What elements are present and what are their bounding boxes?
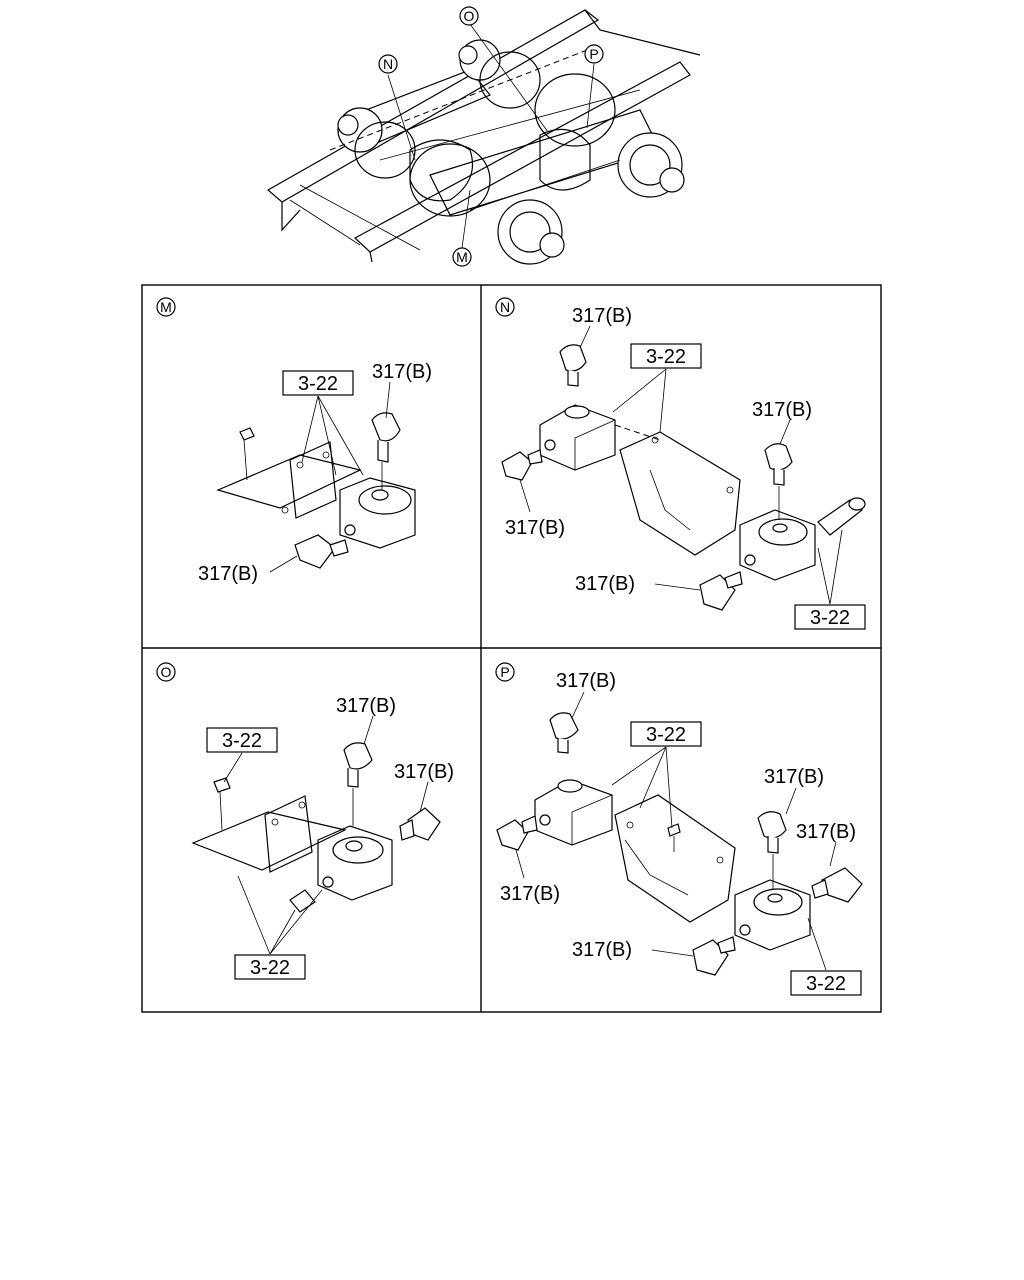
panel-p-id: P — [495, 662, 515, 682]
panel-o-id: O — [156, 662, 176, 682]
panel-p: P 317(B) 3-22 317(B) 317(B) — [495, 662, 863, 996]
callout-p: P — [584, 44, 604, 64]
svg-text:M: M — [160, 299, 172, 315]
panel-p-ref-box-bottom: 3-22 — [790, 970, 862, 996]
svg-text:317(B): 317(B) — [556, 670, 616, 692]
svg-text:M: M — [456, 249, 468, 265]
panel-n-ref-box-bottom: 3-22 — [794, 604, 866, 630]
svg-text:3-22: 3-22 — [806, 973, 846, 995]
panel-m-ref-box: 3-22 — [282, 370, 354, 396]
svg-text:317(B): 317(B) — [198, 563, 258, 585]
panel-o-ref-box-bottom: 3-22 — [234, 954, 306, 980]
chassis-overview: O N P M — [266, 6, 701, 267]
svg-text:317(B): 317(B) — [336, 695, 396, 717]
svg-text:317(B): 317(B) — [505, 517, 565, 539]
svg-text:317(B): 317(B) — [372, 361, 432, 383]
panel-o-ref-box-top: 3-22 — [206, 727, 278, 753]
svg-text:3-22: 3-22 — [250, 957, 290, 979]
svg-text:317(B): 317(B) — [572, 939, 632, 961]
panel-grid — [141, 284, 882, 1013]
svg-text:317(B): 317(B) — [764, 766, 824, 788]
panel-n: N 317(B) 3-22 317(B) 317(B) — [495, 297, 866, 630]
svg-text:3-22: 3-22 — [646, 346, 686, 368]
callout-n: N — [378, 54, 398, 74]
svg-text:N: N — [500, 299, 510, 315]
callout-m: M — [452, 247, 472, 267]
panel-n-id: N — [495, 297, 515, 317]
svg-text:3-22: 3-22 — [646, 724, 686, 746]
panel-m: M 3-22 317(B) 317(B) — [156, 297, 432, 585]
svg-text:P: P — [500, 664, 509, 680]
svg-text:O: O — [464, 8, 475, 24]
panel-m-id: M — [156, 297, 176, 317]
svg-text:N: N — [383, 56, 393, 72]
panel-o: O 3-22 317(B) 317(B) — [156, 662, 454, 980]
svg-text:317(B): 317(B) — [752, 399, 812, 421]
panel-n-ref-box-top: 3-22 — [630, 343, 702, 369]
svg-text:317(B): 317(B) — [500, 883, 560, 905]
callout-o: O — [459, 6, 479, 26]
svg-text:317(B): 317(B) — [575, 573, 635, 595]
svg-text:3-22: 3-22 — [222, 730, 262, 752]
svg-text:317(B): 317(B) — [572, 305, 632, 327]
svg-text:O: O — [161, 664, 172, 680]
svg-text:3-22: 3-22 — [298, 373, 338, 395]
panel-p-ref-box-top: 3-22 — [630, 721, 702, 747]
svg-text:317(B): 317(B) — [394, 761, 454, 783]
svg-text:317(B): 317(B) — [796, 821, 856, 843]
svg-text:P: P — [589, 46, 598, 62]
svg-text:3-22: 3-22 — [810, 607, 850, 629]
